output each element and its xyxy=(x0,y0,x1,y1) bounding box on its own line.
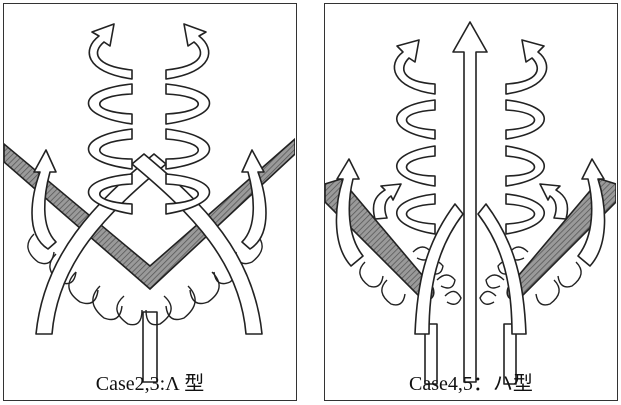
caption-case-2-3: Case2,3:Λ 型 xyxy=(4,367,296,396)
panel-case-2-3: Case2,3:Λ 型 xyxy=(3,3,297,401)
caption-case-4-5: Case4,5：ハ型 xyxy=(325,367,617,396)
crossing-arcs xyxy=(36,154,262,334)
right-spiral xyxy=(506,40,547,234)
diagram-lambda-type xyxy=(4,4,295,399)
panel-case-4-5: Case4,5：ハ型 xyxy=(324,3,618,401)
left-spiral xyxy=(394,40,435,234)
central-vertical-arrow xyxy=(453,22,487,382)
diagram-ha-type xyxy=(325,4,616,399)
